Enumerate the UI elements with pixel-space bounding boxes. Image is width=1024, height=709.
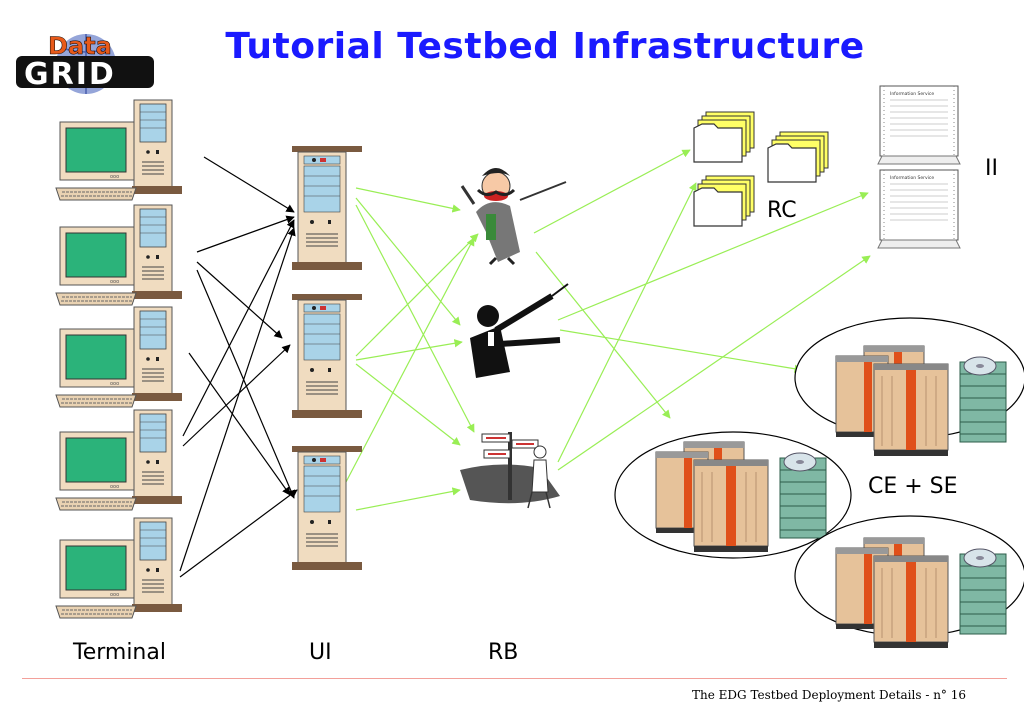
page-title: Tutorial Testbed Infrastructure [225, 26, 865, 67]
rb-group [460, 168, 569, 509]
terminal-group [55, 99, 183, 619]
rc-folder-stack [693, 111, 755, 163]
ce-se-group [614, 317, 1024, 649]
logo-data-text: Data [48, 32, 112, 60]
broker-figure-3 [460, 432, 560, 509]
rc-group [693, 111, 829, 227]
ui-server [291, 293, 363, 419]
terminal-computer [55, 204, 183, 306]
terminal-computer [55, 306, 183, 408]
rc-folder-stack [767, 131, 829, 183]
logo-grid-text: GRID [24, 57, 116, 92]
ui-group [291, 145, 363, 571]
label-ii: II [985, 156, 998, 181]
label-ui: UI [309, 640, 332, 665]
datagrid-logo: Data GRID [16, 32, 154, 94]
ce-se-cluster [835, 345, 1007, 457]
footer-text: The EDG Testbed Deployment Details - n° … [692, 688, 966, 702]
broker-figure-1 [460, 168, 567, 266]
terminal-ui-connectors [179, 156, 298, 578]
label-terminal: Terminal [73, 640, 166, 665]
information-service-doc [877, 85, 961, 165]
ce-se-cluster [835, 537, 1007, 649]
label-rc: RC [767, 198, 797, 223]
service-connectors [345, 149, 871, 511]
label-rb: RB [488, 640, 519, 665]
ui-server [291, 145, 363, 271]
rc-folder-stack [693, 175, 755, 227]
footer-rule [22, 678, 1007, 679]
terminal-computer [55, 409, 183, 511]
terminal-computer [55, 517, 183, 619]
ii-group [877, 85, 961, 249]
information-service-doc [877, 169, 961, 249]
broker-figure-2 [470, 283, 569, 378]
label-ce-se: CE + SE [868, 474, 958, 499]
terminal-computer [55, 99, 183, 201]
ui-server [291, 445, 363, 571]
